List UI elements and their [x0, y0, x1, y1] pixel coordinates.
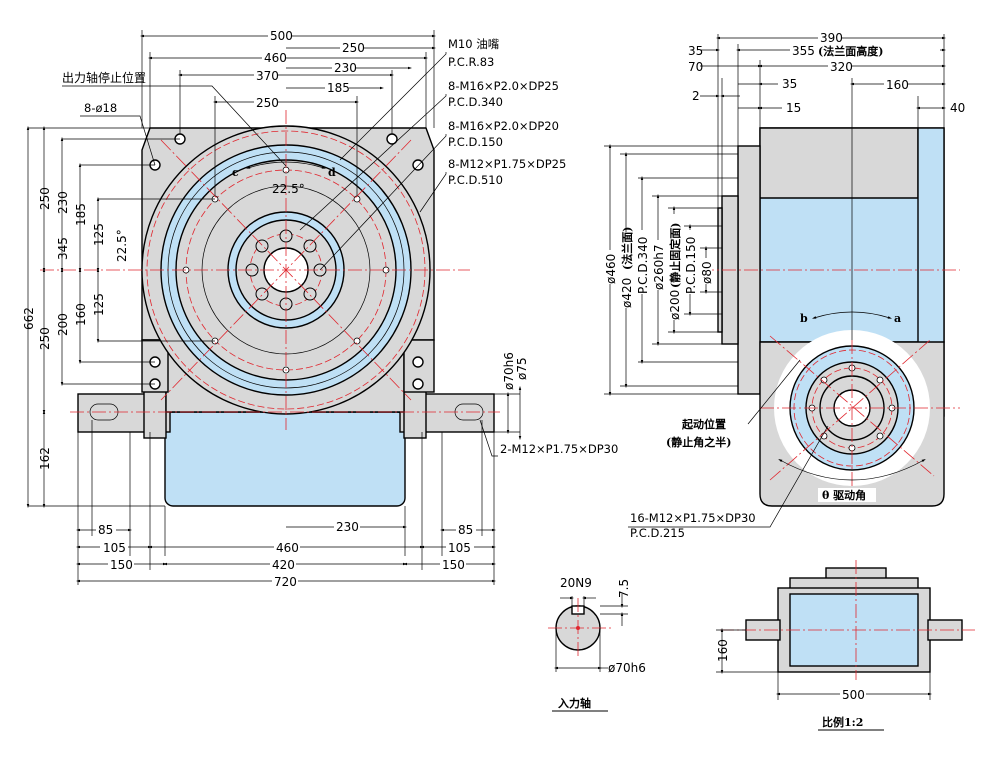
- svg-text:P.C.D.340: P.C.D.340: [636, 237, 650, 294]
- front-dims-left: [26, 125, 215, 509]
- svg-text:250: 250: [38, 327, 52, 350]
- svg-text:(静止角之半): (静止角之半): [666, 435, 731, 449]
- svg-text:160: 160: [716, 639, 730, 662]
- svg-text:2-M12×P1.75×DP30: 2-M12×P1.75×DP30: [500, 442, 618, 456]
- svg-text:200: 200: [56, 313, 70, 336]
- svg-text:(静止固定面): (静止固定面): [668, 223, 682, 288]
- inner-bolt-holes: [245, 229, 327, 311]
- bottom-view: 160 500 比例1:2: [716, 560, 975, 731]
- svg-text:P.C.D.510: P.C.D.510: [448, 173, 503, 187]
- svg-text:70: 70: [688, 60, 703, 74]
- svg-text:16-M12×P1.75×DP30: 16-M12×P1.75×DP30: [630, 511, 756, 525]
- input-shaft-title: 入力轴: [558, 696, 591, 710]
- svg-text:720: 720: [274, 575, 297, 589]
- svg-text:662: 662: [22, 307, 36, 330]
- side-dims-top-labels: 390 355 (法兰面高度) 35 70 320 35 160 2 15 40: [688, 30, 965, 115]
- svg-text:P.C.D.150: P.C.D.150: [448, 135, 503, 149]
- rot-c: c: [232, 166, 239, 179]
- svg-text:125: 125: [92, 293, 106, 316]
- svg-text:460: 460: [264, 51, 287, 65]
- side-dims-left-labels: ø460 ø420 (法兰面) P.C.D.340 ø260h7 ø200 (静…: [604, 214, 714, 320]
- shaft-dim-75: ø75: [515, 357, 529, 380]
- scale-label: 比例1:2: [822, 715, 863, 729]
- svg-text:ø460: ø460: [604, 254, 618, 284]
- svg-text:20N9: 20N9: [560, 576, 592, 590]
- svg-text:8-ø18: 8-ø18: [84, 101, 117, 115]
- svg-text:345: 345: [56, 237, 70, 260]
- front-dims-bottom-labels: 85 105 150 460 230 420 720 85 105 150: [96, 519, 476, 589]
- shaft-dim-70: ø70h6: [502, 352, 516, 390]
- front-dims-left-labels: 250 230 185 345 125 22.5° 662 250 200 16…: [22, 187, 129, 470]
- side-notes: 起动位置 (静止角之半) θ 驱动角 16-M12×P1.75×DP30 P.C…: [628, 359, 876, 540]
- svg-text:15: 15: [786, 101, 801, 115]
- svg-text:8-M16×P2.0×DP20: 8-M16×P2.0×DP20: [448, 119, 559, 133]
- svg-text:ø260h7: ø260h7: [652, 245, 666, 291]
- svg-text:230: 230: [336, 520, 359, 534]
- svg-text:250: 250: [38, 187, 52, 210]
- svg-text:500: 500: [270, 29, 293, 43]
- svg-text:500: 500: [842, 688, 865, 702]
- svg-text:105: 105: [448, 541, 471, 555]
- svg-text:8-M12×P1.75×DP25: 8-M12×P1.75×DP25: [448, 157, 566, 171]
- svg-text:2: 2: [692, 89, 700, 103]
- svg-text:(法兰面高度): (法兰面高度): [818, 44, 883, 58]
- svg-text:P.C.R.83: P.C.R.83: [448, 55, 494, 69]
- svg-text:390: 390: [820, 31, 843, 45]
- corner-hole: [412, 159, 424, 171]
- svg-text:250: 250: [342, 41, 365, 55]
- input-shaft-section: 20N9 7.5 ø70h6 入力轴: [548, 576, 646, 712]
- svg-text:35: 35: [688, 44, 703, 58]
- svg-text:230: 230: [334, 61, 357, 75]
- svg-text:150: 150: [442, 558, 465, 572]
- svg-text:出力轴停止位置: 出力轴停止位置: [62, 70, 146, 85]
- svg-text:320: 320: [830, 60, 853, 74]
- svg-text:ø80: ø80: [700, 261, 714, 284]
- svg-text:8-M16×P2.0×DP25: 8-M16×P2.0×DP25: [448, 79, 559, 93]
- svg-text:460: 460: [276, 541, 299, 555]
- svg-text:230: 230: [56, 191, 70, 214]
- front-view: c d 22.5°: [40, 110, 500, 507]
- front-lower-housing: [164, 411, 406, 507]
- svg-text:85: 85: [98, 523, 113, 537]
- svg-text:P.C.D.215: P.C.D.215: [630, 526, 685, 540]
- svg-text:ø70h6: ø70h6: [608, 661, 646, 675]
- svg-text:b: b: [800, 312, 808, 325]
- front-notes: 出力轴停止位置 8-ø18 M10 油嘴 P.C.R.83 8-M16×P2.0…: [62, 37, 618, 457]
- svg-text:250: 250: [256, 96, 279, 110]
- svg-text:P.C.D.150: P.C.D.150: [684, 237, 698, 294]
- svg-text:162: 162: [38, 447, 52, 470]
- svg-text:ø420: ø420: [620, 278, 634, 308]
- side-view: b a: [700, 127, 960, 507]
- svg-text:185: 185: [74, 203, 88, 226]
- front-dims-top-labels: 500 250 460 230 370 185 250: [254, 28, 365, 110]
- drive-angle: θ 驱动角: [822, 488, 866, 502]
- svg-text:160: 160: [886, 78, 909, 92]
- svg-text:355: 355: [792, 44, 815, 58]
- angle-label: 22.5°: [272, 182, 305, 196]
- corner-hole: [412, 356, 424, 368]
- svg-text:M10 油嘴: M10 油嘴: [448, 37, 500, 51]
- svg-text:22.5°: 22.5°: [115, 229, 129, 262]
- svg-text:(法兰面): (法兰面): [620, 227, 634, 270]
- corner-hole: [412, 378, 424, 390]
- rot-d: d: [328, 166, 336, 179]
- svg-text:160: 160: [74, 303, 88, 326]
- svg-text:7.5: 7.5: [617, 579, 631, 598]
- svg-text:420: 420: [272, 558, 295, 572]
- svg-text:P.C.D.340: P.C.D.340: [448, 95, 503, 109]
- svg-text:起动位置: 起动位置: [681, 417, 726, 431]
- svg-text:ø200: ø200: [668, 290, 682, 320]
- svg-text:105: 105: [103, 541, 126, 555]
- svg-text:85: 85: [458, 523, 473, 537]
- svg-text:150: 150: [110, 558, 133, 572]
- svg-text:40: 40: [950, 101, 965, 115]
- svg-text:35: 35: [782, 77, 797, 91]
- svg-text:185: 185: [327, 81, 350, 95]
- svg-text:125: 125: [92, 223, 106, 246]
- svg-text:370: 370: [256, 69, 279, 83]
- svg-text:a: a: [894, 312, 901, 325]
